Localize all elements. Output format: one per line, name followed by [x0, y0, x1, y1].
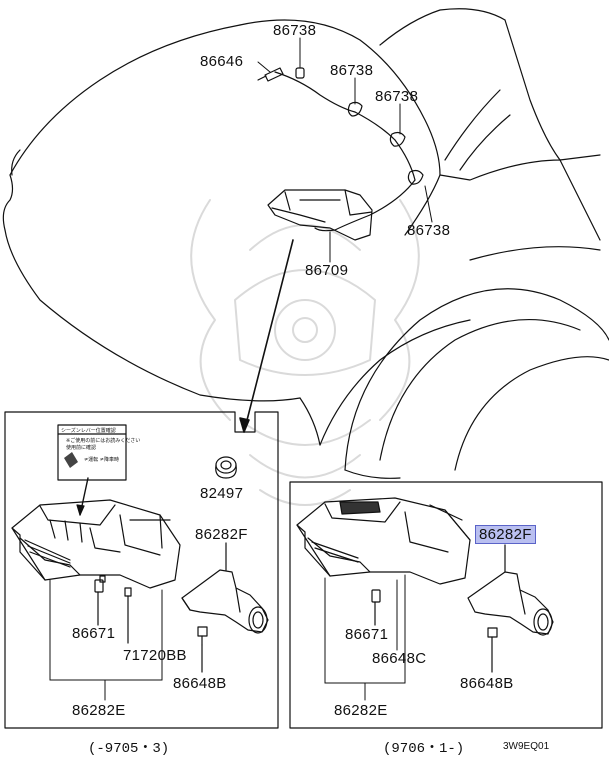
callout-86738-lower: 86738	[407, 222, 451, 239]
caution-sticker	[57, 424, 127, 481]
lamp-housing-on-car	[267, 189, 373, 241]
right-panel-frame	[289, 481, 603, 729]
callout-86282f-left: 86282F	[195, 526, 248, 543]
callout-86738-top: 86738	[273, 22, 317, 39]
footer-left-range: (-9705・3)	[88, 741, 170, 757]
bulb-socket-icon	[257, 67, 284, 82]
watermark-logo	[190, 199, 420, 506]
grommet	[215, 456, 237, 479]
group-bracket-right	[324, 574, 406, 701]
lamp-socket-right	[371, 589, 381, 626]
callout-86648c: 86648C	[372, 650, 427, 667]
sticker-line-1: ※ご使用の前にはお読みください	[66, 438, 141, 444]
bracket-left	[181, 542, 269, 634]
callout-86282e-left: 86282E	[72, 702, 126, 719]
sticker-title: シーズンレバー位置確認	[61, 428, 116, 434]
lamp-socket-left	[94, 575, 106, 626]
sticker-line-2: 使用前に確認	[66, 445, 97, 451]
bracket-right	[467, 544, 554, 636]
callout-71720bb: 71720BB	[123, 647, 187, 664]
screw-left	[124, 587, 132, 644]
callout-86709: 86709	[305, 262, 349, 279]
lamp-assembly-left	[11, 499, 181, 589]
callout-86738-mid: 86738	[375, 88, 419, 105]
callout-86671-right: 86671	[345, 626, 389, 643]
callout-86648b-left: 86648B	[173, 675, 227, 692]
callout-86282e-right: 86282E	[334, 702, 388, 719]
callout-86646: 86646	[200, 53, 244, 70]
lamp-assembly-right	[296, 497, 471, 585]
callout-86282f-right-highlighted[interactable]: 86282F	[475, 525, 536, 544]
leader-lines-main	[257, 37, 433, 263]
footer-right-range: (9706・1-)	[383, 741, 465, 757]
wiring-harness	[274, 71, 416, 232]
callout-86648b-right: 86648B	[460, 675, 514, 692]
left-panel-frame	[4, 411, 279, 729]
callout-82497: 82497	[200, 485, 244, 502]
group-bracket-left	[49, 579, 163, 701]
car-body-outline	[2, 8, 601, 446]
sticker-line-3: ≠運転 ≠降車時	[84, 457, 119, 463]
front-tire	[344, 288, 609, 479]
bolt-left	[197, 626, 208, 673]
bolt-right	[487, 627, 498, 673]
bulb-icons	[295, 67, 424, 185]
callout-86738-upper: 86738	[330, 62, 374, 79]
diagram-code: 3W9EQ01	[503, 741, 550, 752]
callout-arrow	[239, 239, 294, 433]
callout-86671-left: 86671	[72, 625, 116, 642]
